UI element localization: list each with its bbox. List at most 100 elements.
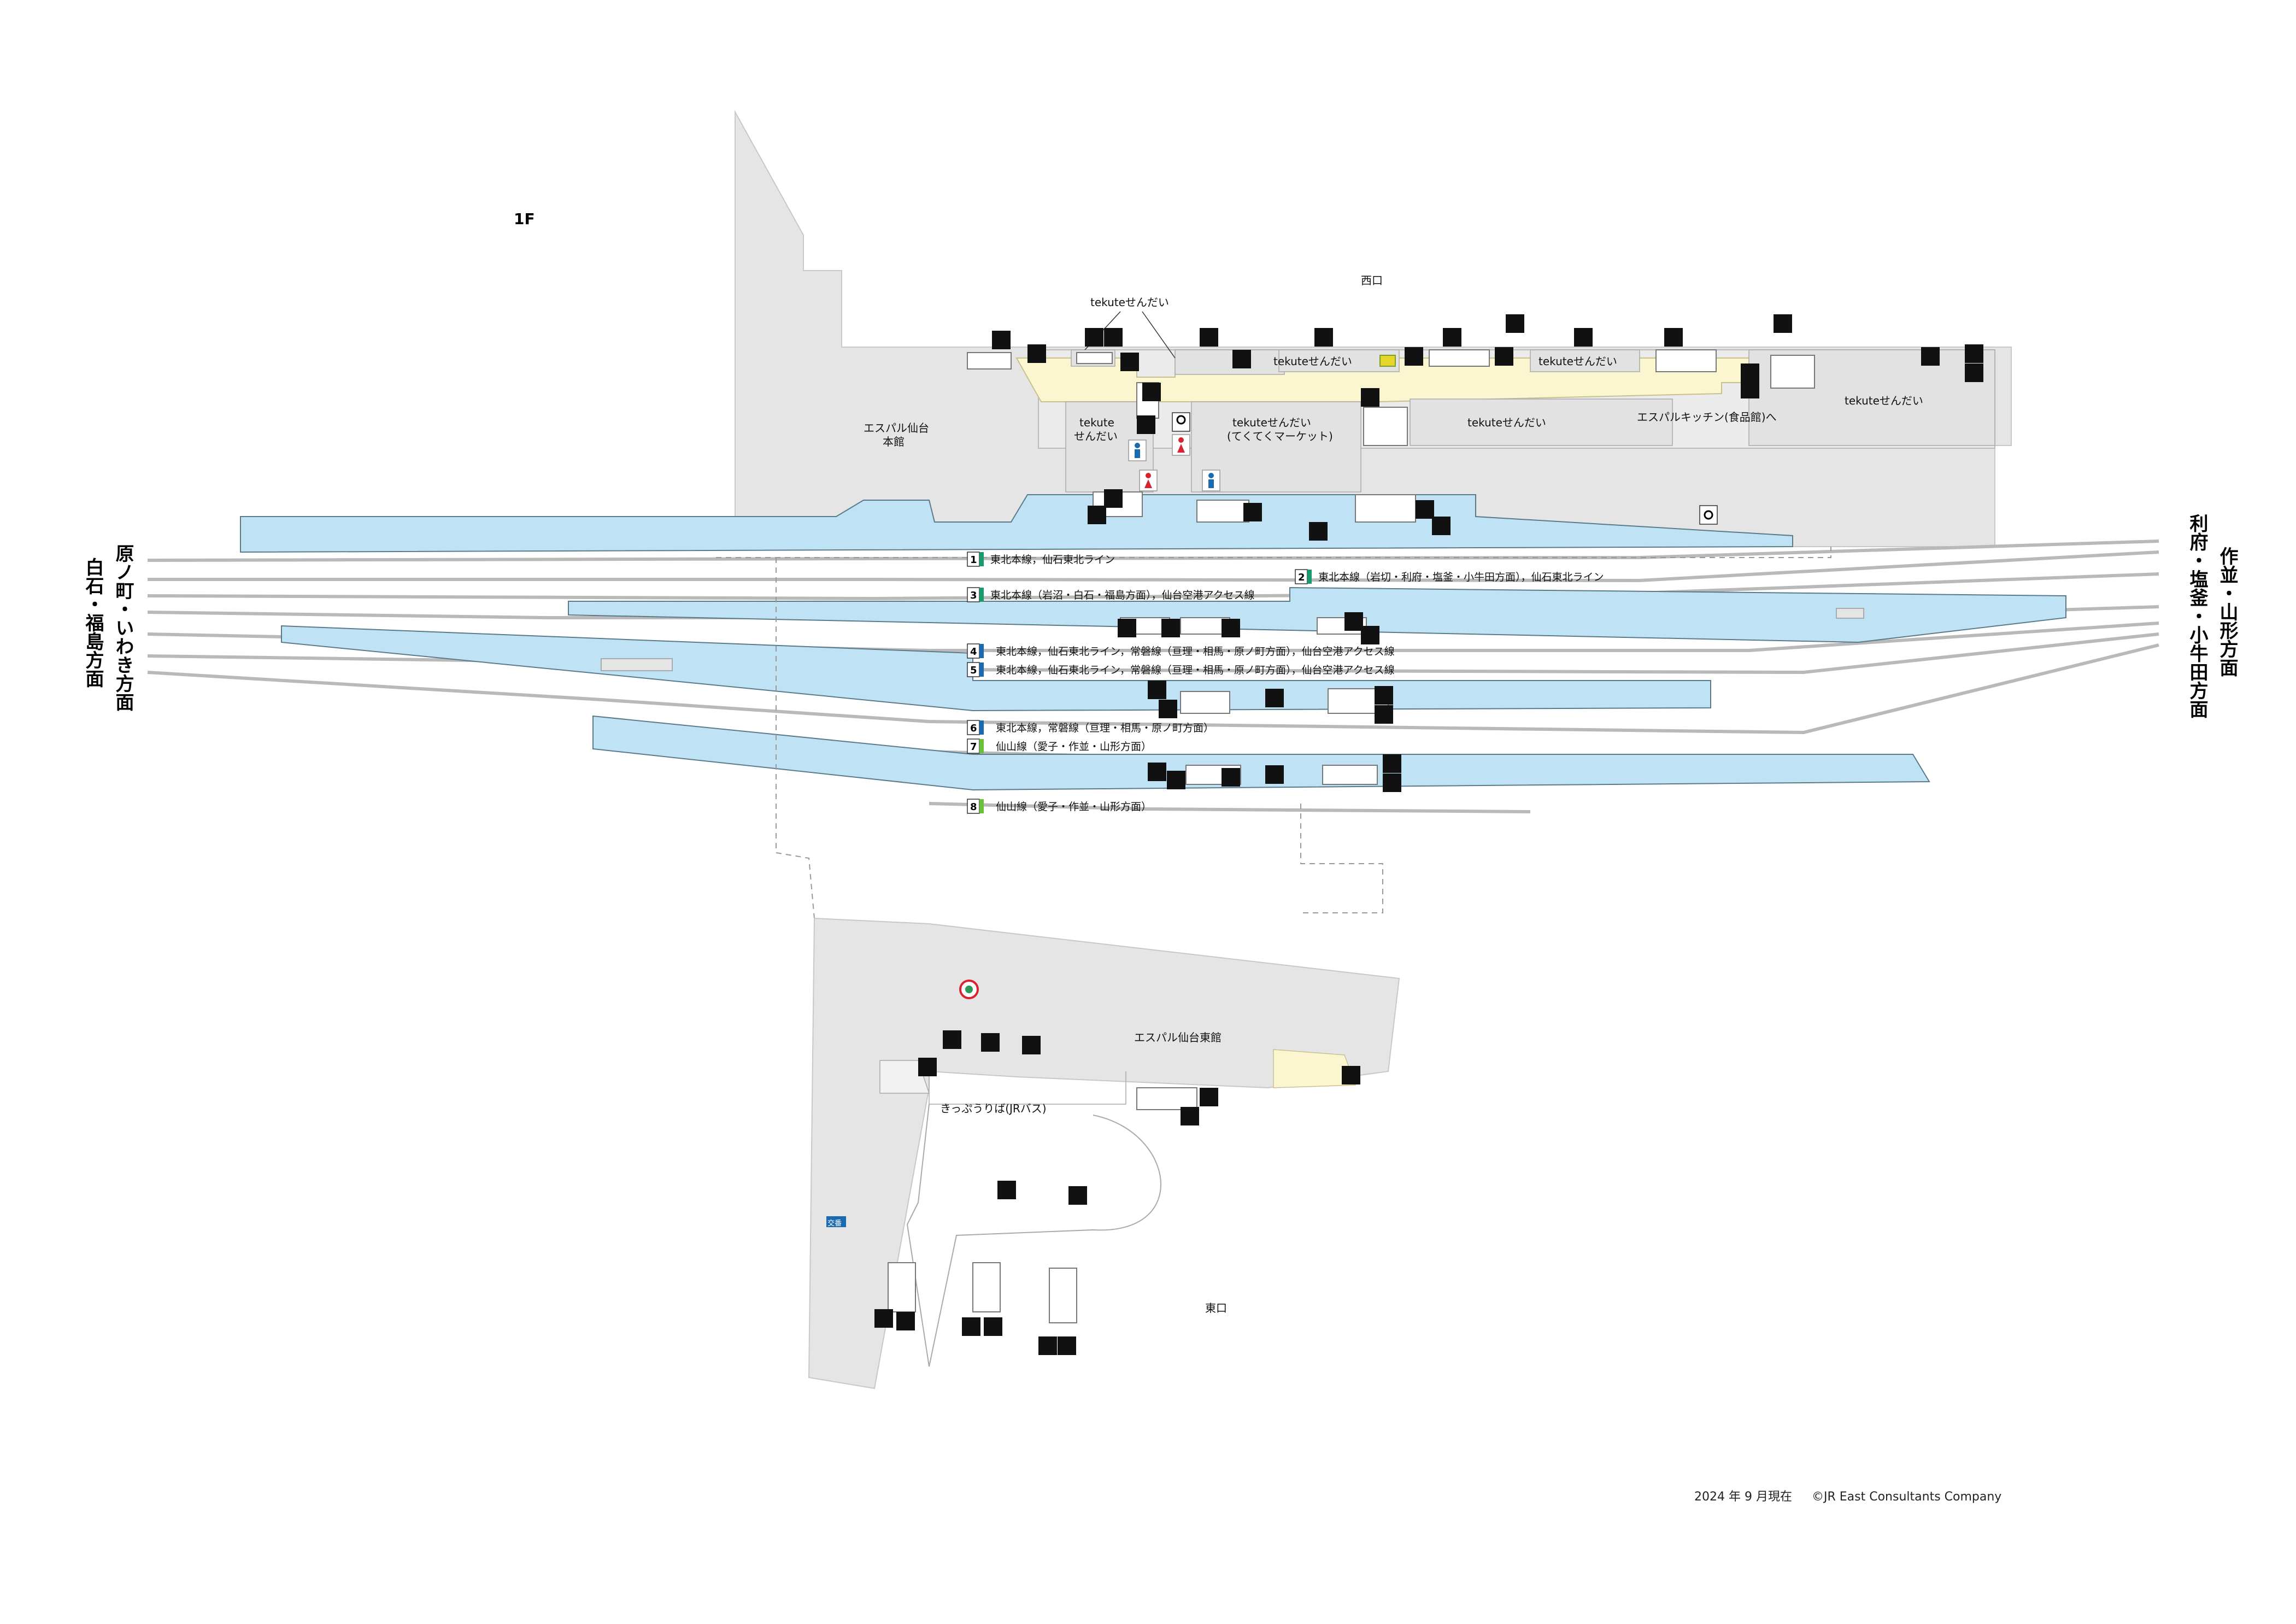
svg-text:7: 7 [970, 741, 977, 753]
escalator-icon [1383, 773, 1401, 792]
platform-label-8: 8 仙山線（愛子・作並・山形方面） [967, 799, 1152, 814]
escalator-icon [1232, 350, 1251, 368]
escalator-icon [1375, 686, 1393, 705]
escalator-icon [1027, 344, 1046, 363]
escalator-icon [1344, 612, 1363, 631]
escalator-icon [1405, 347, 1423, 366]
escalator-icon [1361, 388, 1379, 407]
escalator-icon [1243, 503, 1262, 521]
svg-text:東北本線，仙石東北ライン，常磐線（亘理・相馬・原ノ町方面），: 東北本線，仙石東北ライン，常磐線（亘理・相馬・原ノ町方面），仙台空港アクセス線 [996, 646, 1395, 658]
ticket-machine-icon [1574, 328, 1593, 347]
locker-icon [1309, 522, 1328, 541]
ticket-machine-icon [1774, 314, 1792, 333]
locker-icon [997, 1181, 1016, 1199]
escalator-icon [1383, 754, 1401, 773]
direction-left-outer: 原ノ町・いわき方面 [112, 544, 134, 711]
ticket-machine-icon [1104, 328, 1123, 347]
platform-label-1: 1 東北本線，仙石東北ライン [967, 552, 1115, 567]
floor-label: 1F [514, 210, 535, 228]
escalator-icon [1200, 1088, 1218, 1106]
ticket-machine-icon [1200, 328, 1218, 347]
escalator-icon [1741, 380, 1759, 398]
svg-text:3: 3 [970, 590, 977, 601]
escalator-icon [1495, 347, 1513, 366]
svg-text:東北本線，仙石東北ライン，常磐線（亘理・相馬・原ノ町方面），: 東北本線，仙石東北ライン，常磐線（亘理・相馬・原ノ町方面），仙台空港アクセス線 [996, 664, 1395, 676]
footer-copyright: ©JR East Consultants Company [1812, 1490, 2001, 1504]
locker-icon [1265, 765, 1284, 784]
escalator-icon [1038, 1336, 1057, 1355]
platforms [240, 494, 2066, 791]
east-exit-label: 東口 [1205, 1301, 1227, 1315]
ticket-machine-icon [1085, 328, 1103, 347]
svg-text:東北本線（岩切・利府・塩釜・小牛田方面），仙石東北ライン: 東北本線（岩切・利府・塩釜・小牛田方面），仙石東北ライン [1318, 571, 1604, 583]
platform-label-3: 3 東北本線（岩沼・白石・福島方面），仙台空港アクセス線 [967, 587, 1255, 602]
ticket-machine-icon [1506, 314, 1524, 333]
locker-icon [1265, 689, 1284, 707]
ticket-machine-icon [1965, 364, 1983, 382]
platform-labels: 1 東北本線，仙石東北ライン 2 東北本線（岩切・利府・塩釜・小牛田方面），仙石… [967, 552, 1604, 814]
tekute-market-2: (てくてくマーケット) [1227, 430, 1333, 443]
svg-text:2: 2 [1298, 572, 1305, 583]
koban-label: 交番 [827, 1219, 842, 1228]
svg-text:6: 6 [970, 723, 977, 734]
escalator-icon [962, 1317, 980, 1336]
escalator-icon [1058, 1336, 1076, 1355]
upper-building [735, 110, 2012, 547]
tekute-shop-1: tekuteせんだい [1273, 355, 1352, 368]
espal-main-label-2: 本館 [883, 435, 905, 448]
svg-text:東北本線，仙石東北ライン: 東北本線，仙石東北ライン [990, 554, 1115, 566]
escalator-icon [1088, 506, 1106, 524]
escalator-icon [1181, 1107, 1199, 1125]
ticket-machine-icon [1022, 1036, 1041, 1054]
ticket-machine-icon [981, 1033, 1000, 1052]
espal-main-label-1: エスパル仙台 [864, 421, 929, 435]
escalator-icon [1375, 705, 1393, 724]
svg-text:東北本線，常磐線（亘理・相馬・原ノ町方面）: 東北本線，常磐線（亘理・相馬・原ノ町方面） [996, 722, 1214, 734]
escalator-icon [1222, 619, 1240, 637]
escalator-icon [1222, 768, 1240, 787]
platform-island-2 [568, 587, 2066, 643]
locker-icon [1068, 1186, 1087, 1205]
espal-east-label: エスパル仙台東館 [1134, 1031, 1222, 1044]
direction-right-inner: 作並・山形方面 [2216, 547, 2238, 677]
escalator-icon [896, 1312, 915, 1330]
direction-left-inner: 白石・福島方面 [82, 558, 104, 688]
restroom-icons [1128, 412, 1718, 525]
svg-text:仙山線（愛子・作並・山形方面）: 仙山線（愛子・作並・山形方面） [996, 741, 1152, 753]
direction-right-outer: 利府・塩釜・小牛田方面 [2186, 514, 2209, 718]
svg-text:仙山線（愛子・作並・山形方面）: 仙山線（愛子・作並・山形方面） [996, 801, 1152, 813]
svg-text:東北本線（岩沼・白石・福島方面），仙台空港アクセス線: 東北本線（岩沼・白石・福島方面），仙台空港アクセス線 [990, 589, 1255, 601]
svg-text:1: 1 [970, 554, 977, 566]
locker-icons [997, 415, 1328, 1205]
escalator-icon [1361, 626, 1379, 644]
ticket-machine-icons [918, 314, 1983, 1076]
escalator-icon [1120, 353, 1139, 371]
platform-label-2: 2 東北本線（岩切・利府・塩釜・小牛田方面），仙石東北ライン [1295, 569, 1604, 584]
escalator-icon [1432, 517, 1451, 535]
tekute-left-2: せんだい [1074, 430, 1118, 443]
espal-kitchen-label: エスパルキッチン(食品館)へ [1637, 411, 1777, 424]
platform-label-5: 5 東北本線，仙石東北ライン，常磐線（亘理・相馬・原ノ町方面），仙台空港アクセス… [967, 662, 1395, 677]
atm-icon [1379, 355, 1396, 367]
ticket-machine-icon [1314, 328, 1333, 347]
escalator-icon [984, 1317, 1002, 1336]
tekute-shop-3: tekuteせんだい [1467, 416, 1546, 429]
escalator-icon [1159, 700, 1177, 718]
ticket-machine-icon [1443, 328, 1461, 347]
escalator-icon [1118, 619, 1136, 637]
ticket-machine-icon [918, 1058, 937, 1076]
tekute-shop-4: tekuteせんだい [1845, 394, 1923, 407]
platform-label-4: 4 東北本線，仙石東北ライン，常磐線（亘理・相馬・原ノ町方面），仙台空港アクセス… [967, 643, 1395, 659]
tekute-shop-2: tekuteせんだい [1539, 355, 1617, 368]
underpass-outline [716, 547, 1831, 919]
escalator-icon [1148, 681, 1166, 699]
ticket-machine-icon [1965, 344, 1983, 363]
platform-island-4 [592, 715, 1930, 791]
escalator-icon [992, 331, 1011, 349]
stairs [888, 349, 1815, 1323]
ticket-machine-icon [943, 1030, 961, 1049]
footer-date: 2024 年 9 月現在 [1694, 1490, 1792, 1504]
escalator-icon [1921, 347, 1940, 366]
tekute-market-1: tekuteせんだい [1232, 416, 1311, 429]
